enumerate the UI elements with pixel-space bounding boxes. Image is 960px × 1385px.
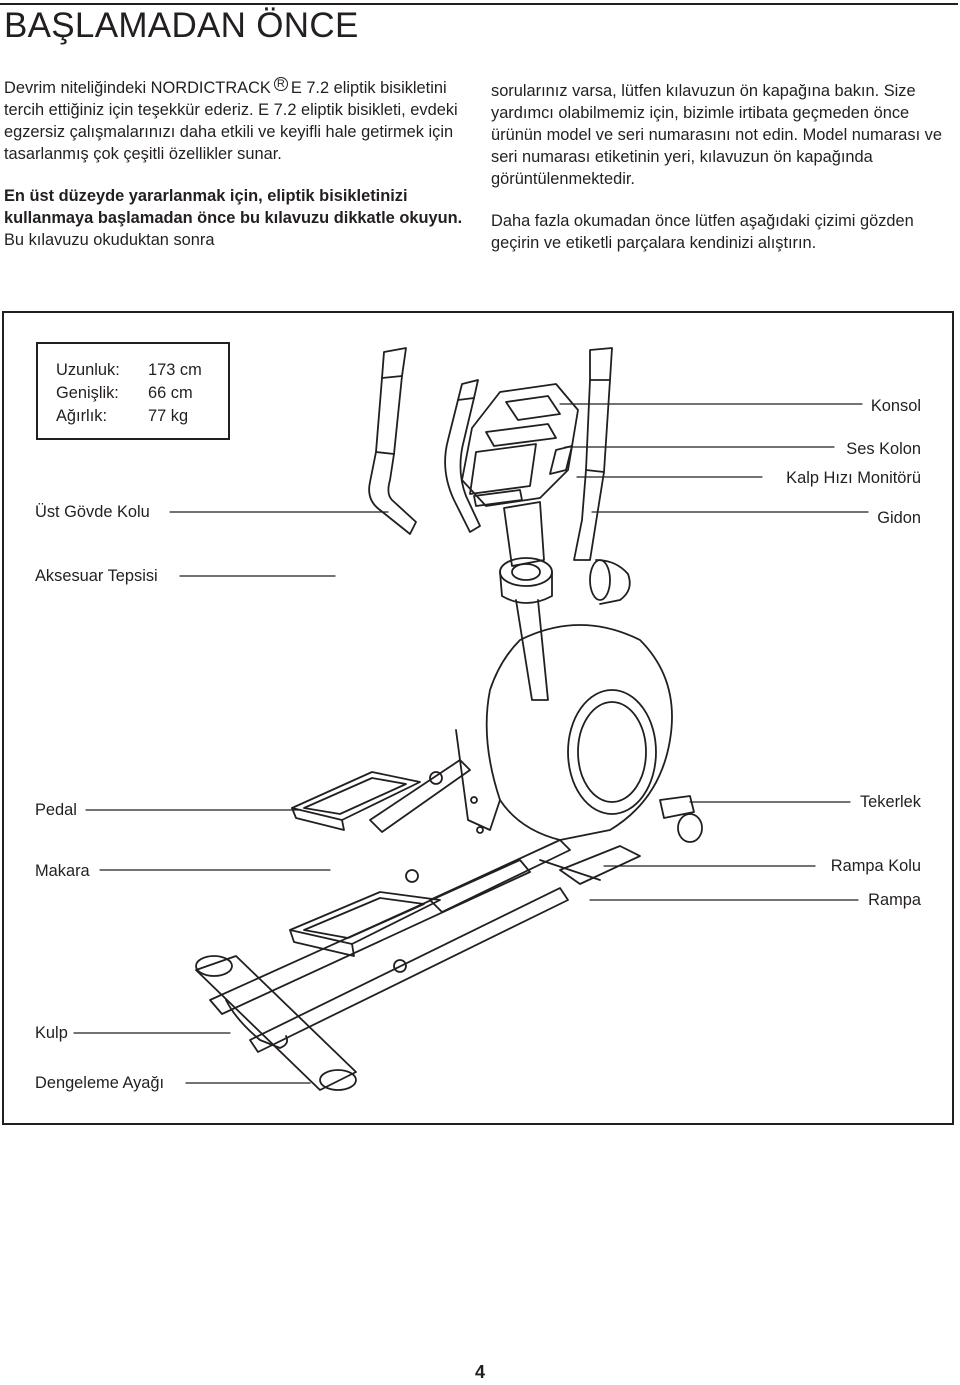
illustration-frame (2, 311, 954, 1125)
intro-right-column: sorularınız varsa, lütfen kılavuzun ön k… (491, 80, 955, 274)
base-housing (455, 624, 673, 841)
page-number: 4 (474, 1362, 485, 1382)
intro-p1-end: E 7.2 eliptik bisikletini tercih ettiğin… (4, 79, 458, 163)
label-kalp-hizi-monitoru: Kalp Hızı Monitörü (783, 468, 924, 488)
pedal-arms (209, 759, 571, 1053)
ramp (539, 845, 641, 885)
spec-width-label: Genişlik: (56, 384, 119, 402)
label-kulp: Kulp (32, 1023, 71, 1043)
intro-p2-rest: Bu kılavuzu okuduktan sonra (4, 231, 215, 249)
label-konsol: Konsol (867, 396, 924, 416)
top-rule (0, 3, 958, 5)
accessory-tray (499, 557, 553, 604)
spec-weight-value: 77 kg (148, 407, 189, 425)
intro-paragraph-3: sorularınız varsa, lütfen kılavuzun ön k… (491, 82, 942, 188)
label-dengeleme-ayagi: Dengeleme Ayağı (32, 1073, 168, 1093)
spec-weight-label: Ağırlık: (56, 407, 108, 425)
label-ust-govde-kolu: Üst Gövde Kolu (32, 502, 153, 522)
specifications-box (36, 342, 230, 440)
spec-width-value: 66 cm (148, 384, 193, 402)
registered-mark: R (273, 77, 288, 91)
leader-lines-left (73, 511, 389, 1084)
rear-wheel (659, 795, 703, 843)
label-ses-kolon: Ses Kolon (843, 439, 924, 459)
intro-paragraph-2: En üst düzeyde yararlanmak için, eliptik… (4, 185, 472, 251)
label-rampa-kolu: Rampa Kolu (827, 856, 924, 876)
stabilizer-foot (195, 955, 357, 1091)
intro-paragraph-4: Daha fazla okumadan önce lütfen aşağıdak… (491, 212, 914, 252)
label-pedal: Pedal (32, 800, 80, 820)
upright-mast (503, 501, 631, 701)
left-handlebar (444, 379, 481, 533)
right-upper-body-arm (573, 347, 613, 561)
intro-p2-bold: En üst düzeyde yararlanmak için, eliptik… (4, 187, 463, 227)
spec-length-label: Uzunluk: (56, 361, 120, 379)
intro-p1-start: Devrim niteliğindeki NORDICTRACK (4, 79, 271, 97)
left-pedal (291, 771, 421, 831)
label-rampa: Rampa (865, 890, 924, 910)
page-title: BAŞLAMADAN ÖNCE (4, 6, 359, 45)
label-makara: Makara (32, 861, 93, 881)
left-upper-body-arm (368, 347, 417, 535)
label-aksesuar-tepsisi: Aksesuar Tepsisi (32, 566, 161, 586)
spec-length-value: 173 cm (148, 361, 202, 379)
console (461, 383, 579, 507)
leader-lines-right (559, 403, 869, 901)
label-gidon: Gidon (874, 508, 924, 528)
label-tekerlek: Tekerlek (856, 792, 924, 812)
